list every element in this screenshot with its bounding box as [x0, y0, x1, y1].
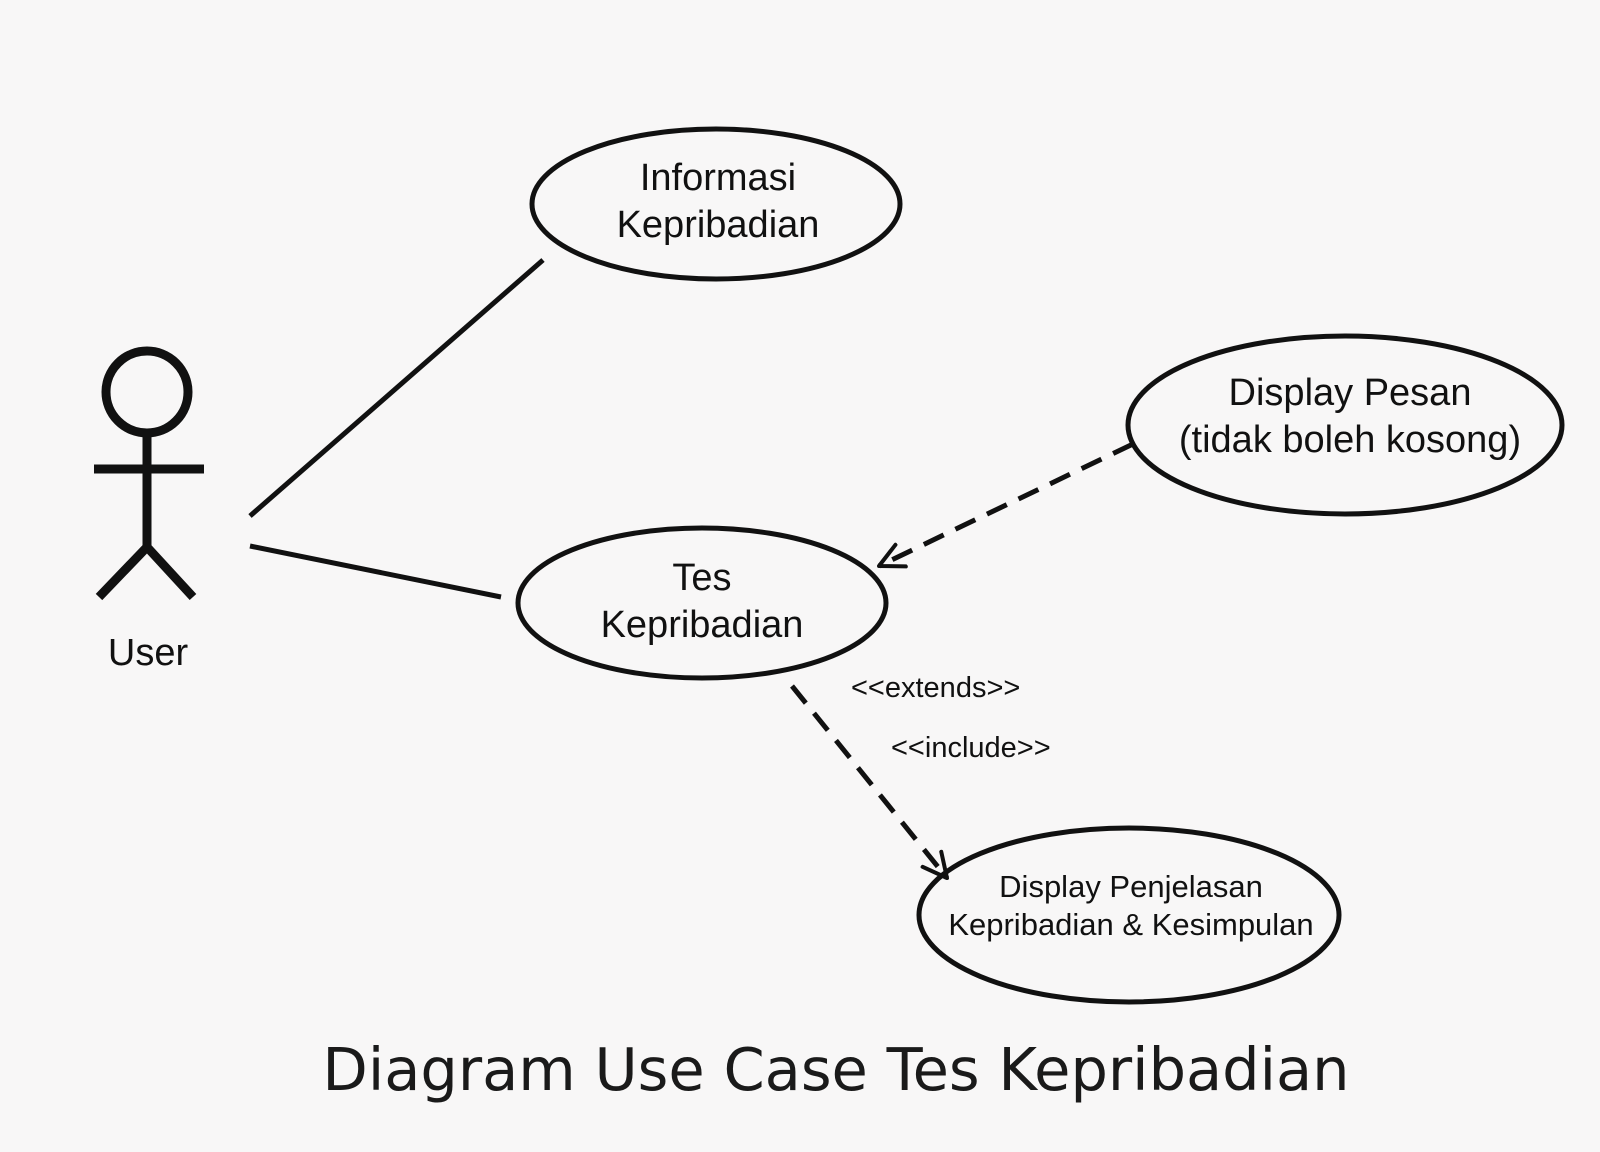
association-user-informasi [248, 258, 545, 518]
use-case-label-line1: Informasi [640, 157, 796, 199]
use-case-tes-kepribadian: Tes Kepribadian [515, 525, 889, 681]
use-case-display-pesan: Display Pesan (tidak boleh kosong) [1125, 333, 1565, 517]
actor-user: User [94, 346, 204, 674]
diagram-title: Diagram Use Case Tes Kepribadian [322, 1035, 1349, 1104]
use-case-display-penjelasan: Display Penjelasan Kepribadian & Kesimpu… [916, 825, 1342, 1005]
include-stereotype-label: <<include>> [891, 732, 1051, 764]
use-case-label-line2: Kepribadian [617, 204, 820, 246]
stick-figure-icon [94, 346, 204, 601]
dependency-arrow-pesan-to-tes [877, 441, 1135, 569]
use-case-label-line1: Display Penjelasan [999, 869, 1263, 904]
use-case-informasi-kepribadian: Informasi Kepribadian [529, 126, 903, 282]
extends-stereotype-label: <<extends>> [851, 672, 1020, 704]
actor-label: User [108, 632, 189, 674]
use-case-label-line1: Tes [672, 557, 731, 599]
dependency-arrow-tes-to-penjelasan [790, 684, 949, 880]
use-case-label-line2: Kepribadian & Kesimpulan [948, 907, 1313, 942]
use-case-label-line2: Kepribadian [601, 604, 804, 646]
association-user-tes [249, 543, 502, 600]
use-case-label-line1: Display Pesan [1229, 372, 1472, 414]
use-case-label-line2: (tidak boleh kosong) [1179, 419, 1521, 461]
